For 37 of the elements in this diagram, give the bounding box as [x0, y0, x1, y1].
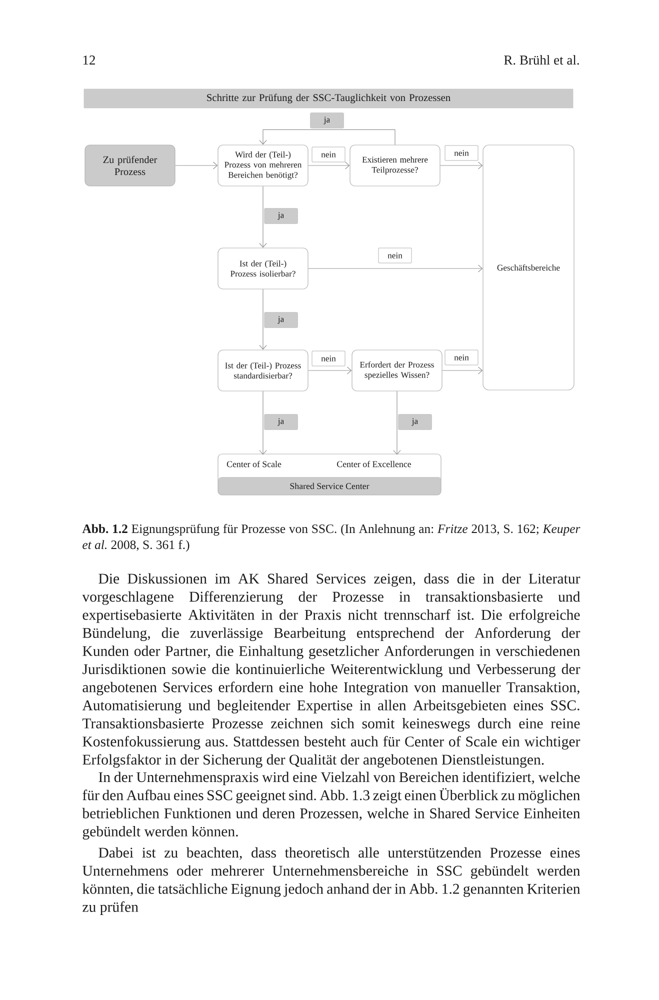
outcome-box: Geschäftsbereiche	[482, 144, 574, 390]
arrow	[259, 129, 396, 145]
question-box: Ist der (Teil-) Prozess standardisierbar?	[218, 350, 308, 392]
page-number: 12	[83, 56, 95, 64]
category-label: Center of Scale	[226, 460, 282, 468]
edge-label: ja	[264, 312, 298, 328]
edge-label: nein	[312, 350, 346, 366]
arrow	[175, 162, 218, 170]
edge-label: ja	[264, 208, 298, 224]
arrow	[259, 186, 267, 248]
figure-caption: Abb. 1.2 Eignungsprüfung für Prozesse von SSC. (In Anlehnung an: Fritze 2013, S. 162; Keuper et al. 2008, S. 361 f.)	[82, 524, 580, 552]
arrow	[308, 264, 483, 272]
arrow	[308, 366, 352, 374]
category-label: Center of Excellence	[337, 460, 412, 468]
question-box: Wird der (Teil-) Prozess von mehreren Bereichen benötigt?	[218, 144, 308, 186]
edge-label: nein	[444, 145, 478, 161]
edge-label: nein	[312, 146, 346, 162]
edge-label: ja	[398, 414, 432, 430]
body-paragraph: Die Diskussionen im AK Shared Services zeigen, dass die in der Literatur vorgeschlagene Differenzierung der Prozesse in transaktionsbasierte und expertisebasierte Aktivitäten in der Praxis nicht trennscharf ist. Die erfolgreiche Bündelung, die zuverlässige Bearbeitung entsprechend der Anforderung der Kunden oder Partner, die Einhaltung gesetzlicher Anforderungen in verschiedenen Jurisdiktionen sowie die kontinuierliche Weiterentwicklung und Verbesserung der angebotenen Services erfordern eine hohe Integration von manueller Transaktion, Automatisierung und begleitender Expertise in allen Arbeitsgebieten eines SSC. Transaktionsbasierte Prozesse zeichnen sich somit keineswegs durch eine reine Kostenfokussierung aus. Stattdessen besteht auch für Center of Scale ein wichtiger Erfolgsfaktor in der Sicherung der Qualität der angebotenen Dienstleistungen.	[82, 573, 580, 768]
arrow	[259, 391, 267, 455]
arrow	[440, 162, 483, 170]
arrow	[308, 162, 350, 170]
running-head: R. Brühl et al.	[504, 55, 579, 65]
title-band: Schritte zur Prüfung der SSC-Tauglichkeit von Prozessen	[84, 88, 574, 108]
edge-label: nein	[378, 248, 412, 264]
edge-label: ja	[264, 414, 298, 430]
edge-label: nein	[444, 350, 478, 366]
process-box: Zu prüfender Prozess	[84, 144, 176, 186]
question-box: Existieren mehrere Teilprozesse?	[350, 144, 440, 186]
question-box: Erfordert der Prozess spezielles Wissen?	[352, 350, 442, 392]
arrow	[442, 366, 483, 374]
body-paragraph: Dabei ist zu beachten, dass theoretisch alle unterstützenden Prozesse eines Unternehmens oder mehrerer Unternehmensbereiche in SSC gebündelt werden könnten, die tatsächliche Eignung jedoch anhand der in Abb. 1.2 genannten Kriterien zu prüfen	[82, 847, 580, 915]
arrow	[259, 289, 267, 350]
arrow	[393, 391, 401, 455]
question-box: Ist der (Teil-) Prozess isolierbar?	[218, 248, 308, 290]
edge-label: ja	[310, 112, 344, 128]
body-paragraph: In der Unternehmenspraxis wird eine Vielzahl von Bereichen identifiziert, welche für den Aufbau eines SSC geeignet sind. Abb. 1.3 zeigt einen Überblick zu möglichen betrieblichen Funktionen und deren Prozessen, welche in Shared Service Einheiten gebündelt werden können.	[82, 772, 580, 840]
